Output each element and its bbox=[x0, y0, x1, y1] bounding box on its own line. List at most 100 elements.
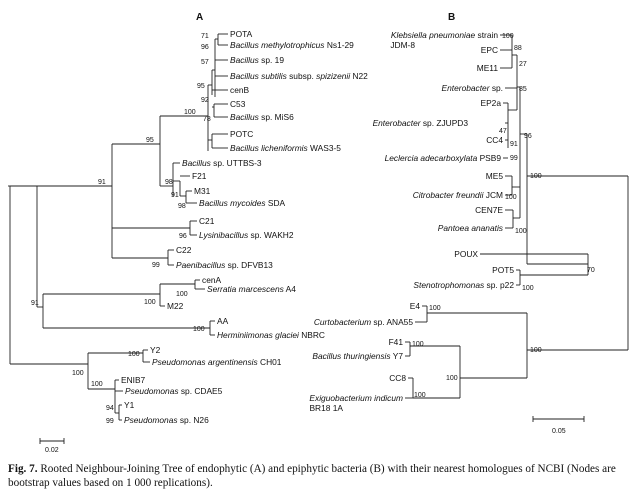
taxon-label-part: PSB9 bbox=[477, 153, 501, 163]
taxon-label-part: Y2 bbox=[150, 345, 161, 355]
taxon-label-part: Enterobacter bbox=[442, 83, 491, 93]
bootstrap-value: 95 bbox=[146, 137, 154, 144]
taxon-label-part: Bacillus bbox=[230, 55, 260, 65]
panel-b-branches bbox=[405, 34, 629, 422]
bootstrap-value: 94 bbox=[106, 405, 114, 412]
taxon-label-part: JCM bbox=[483, 190, 503, 200]
bootstrap-value: 100 bbox=[530, 347, 542, 354]
taxon-label: M22 bbox=[167, 301, 184, 311]
taxon-label-part: sp. UTTBS-3 bbox=[211, 158, 262, 168]
bootstrap-value: 99 bbox=[152, 262, 160, 269]
taxon-label-part: Lysinibacillus bbox=[199, 230, 249, 240]
taxon-label-part: Curtobacterium bbox=[314, 317, 371, 327]
taxon-label-part: strain bbox=[475, 30, 498, 40]
taxon-label-part: CEN7E bbox=[475, 205, 503, 215]
taxon-label-part: ME11 bbox=[477, 63, 499, 73]
panel-a-title: A bbox=[196, 12, 203, 23]
bootstrap-value: 95 bbox=[197, 83, 205, 90]
taxon-label-part: Pseudomonas bbox=[125, 386, 179, 396]
taxon-label-part: sp. p22 bbox=[484, 280, 514, 290]
bootstrap-value: 27 bbox=[519, 61, 527, 68]
taxon-label: Enterobacter sp. ZJUPD3 bbox=[373, 118, 469, 128]
panel-b-title: B bbox=[448, 12, 455, 23]
taxon-label-part: Bacillus mycoides bbox=[199, 198, 266, 208]
panel-a-branches bbox=[8, 33, 228, 444]
bootstrap-value: 100 bbox=[522, 285, 534, 292]
taxon-label-part: M31 bbox=[194, 186, 211, 196]
taxon-label: POUX bbox=[454, 249, 478, 259]
panel-b-labels: Klebsiella pneumoniae strain JDM-8 EPC M… bbox=[309, 30, 514, 413]
taxon-label: Curtobacterium sp. ANA55 bbox=[314, 317, 414, 327]
taxon-label: Bacillus subtilis subsp. spizizenii N22 bbox=[230, 71, 368, 81]
taxon-label: ME5 bbox=[486, 171, 504, 181]
taxon-label: F21 bbox=[192, 171, 207, 181]
taxon-label: Enterobacter sp. bbox=[442, 83, 503, 93]
bootstrap-value: 91 bbox=[31, 300, 39, 307]
panel-a-bootstrap: 71 96 57 95 92 78 100 95 91 98 91 98 96 … bbox=[31, 33, 211, 454]
bootstrap-value: 100 bbox=[144, 299, 156, 306]
taxon-label: F41 bbox=[389, 337, 404, 347]
taxon-label: EP2a bbox=[481, 98, 502, 108]
taxon-label-part: WAS3-5 bbox=[308, 143, 342, 153]
bootstrap-value: 85 bbox=[519, 86, 527, 93]
taxon-label-part: Y1 bbox=[124, 400, 135, 410]
taxon-label-part: F41 bbox=[389, 337, 404, 347]
bootstrap-value: 96 bbox=[179, 233, 187, 240]
scale-bar-label: 0.02 bbox=[45, 447, 59, 454]
taxon-label-part: C53 bbox=[230, 99, 246, 109]
bootstrap-value: 100 bbox=[176, 291, 188, 298]
taxon-label: ENIB7 bbox=[121, 375, 146, 385]
taxon-label: C21 bbox=[199, 216, 215, 226]
taxon-label: Bacillus sp. 19 bbox=[230, 55, 284, 65]
bootstrap-value: 57 bbox=[201, 59, 209, 66]
taxon-label-part: Enterobacter bbox=[373, 118, 422, 128]
taxon-label: CEN7E bbox=[475, 205, 503, 215]
figure-caption: Fig. 7. Rooted Neighbour-Joining Tree of… bbox=[8, 463, 628, 490]
taxon-label: Bacillus sp. MiS6 bbox=[230, 112, 294, 122]
taxon-label-part: ME5 bbox=[486, 171, 504, 181]
taxon-label: Stenotrophomonas sp. p22 bbox=[413, 280, 514, 290]
taxon-label-part: CC8 bbox=[389, 373, 406, 383]
taxon-label: BR18 1A bbox=[309, 403, 343, 413]
taxon-label-part: ENIB7 bbox=[121, 375, 146, 385]
taxon-label-part: spizizenii bbox=[316, 71, 351, 81]
bootstrap-value: 100 bbox=[429, 305, 441, 312]
bootstrap-value: 91 bbox=[98, 179, 106, 186]
taxon-label-part: Bacillus bbox=[230, 112, 260, 122]
bootstrap-value: 96 bbox=[201, 44, 209, 51]
bootstrap-value: 100 bbox=[515, 228, 527, 235]
taxon-label: Herminiimonas glaciei NBRC bbox=[217, 330, 325, 340]
taxon-label: Lysinibacillus sp. WAKH2 bbox=[199, 230, 294, 240]
bootstrap-value: 100 bbox=[72, 370, 84, 377]
bootstrap-value: 100 bbox=[502, 33, 514, 40]
bootstrap-value: 100 bbox=[184, 109, 196, 116]
taxon-label-part: Ns1-29 bbox=[325, 40, 355, 50]
bootstrap-value: 99 bbox=[510, 155, 518, 162]
taxon-label: cenB bbox=[230, 85, 250, 95]
bootstrap-value: 100 bbox=[530, 173, 542, 180]
bootstrap-value: 98 bbox=[178, 203, 186, 210]
taxon-label-part: sp. 19 bbox=[259, 55, 284, 65]
taxon-label-part: AA bbox=[217, 316, 229, 326]
bootstrap-value: 47 bbox=[499, 128, 507, 135]
bootstrap-value: 100 bbox=[193, 326, 205, 333]
taxon-label-part: sp. N26 bbox=[178, 415, 210, 425]
taxon-label-part: POTA bbox=[230, 29, 253, 39]
taxon-label-part: Klebsiella pneumoniae bbox=[391, 30, 476, 40]
taxon-label: Leclercia adecarboxylata PSB9 bbox=[385, 153, 502, 163]
taxon-label: Citrobacter freundii JCM bbox=[413, 190, 503, 200]
taxon-label-part: Bacillus bbox=[182, 158, 212, 168]
taxon-label: Y1 bbox=[124, 400, 135, 410]
scale-bar-label: 0.05 bbox=[552, 428, 566, 435]
taxon-label: Paenibacillus sp. DFVB13 bbox=[176, 260, 273, 270]
bootstrap-value: 91 bbox=[510, 141, 518, 148]
taxon-label-part: Herminiimonas glaciei bbox=[217, 330, 300, 340]
taxon-label-part: Bacillus subtilis bbox=[230, 71, 288, 81]
taxon-label-part: Exiguobacterium indicum bbox=[309, 393, 403, 403]
taxon-label: AA bbox=[217, 316, 229, 326]
taxon-label-part: N22 bbox=[350, 71, 368, 81]
bootstrap-value: 100 bbox=[414, 392, 426, 399]
taxon-label-part: NBRC bbox=[299, 330, 325, 340]
taxon-label: cenA bbox=[202, 275, 222, 285]
taxon-label: JDM-8 bbox=[390, 40, 415, 50]
